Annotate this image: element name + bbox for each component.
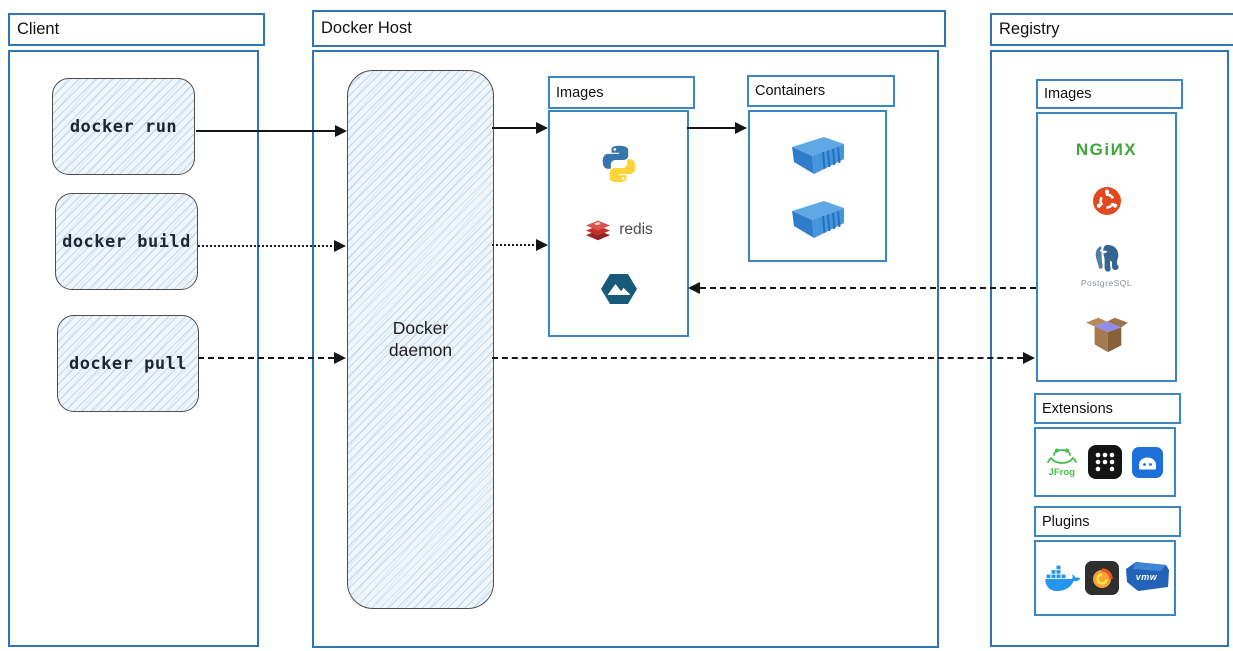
arrow-pull-to-daemon <box>198 351 346 364</box>
vmware-label: vmw <box>1135 572 1158 582</box>
docker-host-section <box>312 50 939 648</box>
docker-run-label: docker run <box>69 116 178 137</box>
docker-pull-label: docker pull <box>68 353 188 374</box>
container-icon <box>791 137 844 174</box>
app-grid-icon <box>1087 445 1122 479</box>
containers-title-box: Containers <box>747 75 895 107</box>
arrow-images-to-containers <box>687 121 747 134</box>
redis-label: redis <box>619 220 653 238</box>
arrow-daemon-to-images <box>492 121 548 134</box>
extensions-panel: JFrog <box>1034 427 1176 497</box>
docker-run-box: docker run <box>52 78 195 175</box>
registry-section <box>990 50 1229 647</box>
docker-build-box: docker build <box>55 193 198 290</box>
docker-daemon-box: Docker daemon <box>347 70 494 609</box>
python-icon <box>602 146 635 183</box>
arrow-run-to-daemon <box>196 124 347 137</box>
plugins-title-box: Plugins <box>1034 506 1181 537</box>
arrow-daemon-to-registry <box>492 351 1035 364</box>
plugins-panel: vmw <box>1034 540 1176 616</box>
arrow-daemon-to-images-build <box>492 238 548 251</box>
host-images-title-box: Images <box>548 76 695 109</box>
postgresql-label: PostgreSQL <box>1080 277 1133 288</box>
vmware-item: vmw <box>1124 560 1170 596</box>
vmware-icon <box>1125 562 1169 591</box>
docker-host-title: Docker Host <box>321 19 412 37</box>
postgresql-item: PostgreSQL <box>1081 243 1132 288</box>
arrow-registry-to-images <box>688 281 1036 294</box>
docker-daemon-label: Docker daemon <box>388 317 453 360</box>
alpine-icon <box>600 273 637 304</box>
host-images-panel: redis <box>548 110 689 337</box>
docker-whale-icon <box>1043 565 1080 591</box>
redis-item: redis <box>584 217 653 243</box>
redis-icon <box>586 220 611 240</box>
container-icon <box>791 201 844 238</box>
registry-images-title-box: Images <box>1036 79 1183 109</box>
ubuntu-icon <box>1092 187 1121 216</box>
docker-host-title-box: Docker Host <box>312 10 946 47</box>
docker-pull-box: docker pull <box>57 315 199 412</box>
registry-title-box: Registry <box>990 13 1233 46</box>
jfrog-icon <box>1046 448 1077 465</box>
containers-panel <box>748 110 887 262</box>
containers-title: Containers <box>755 83 826 99</box>
client-title: Client <box>17 20 60 38</box>
jfrog-item: JFrog <box>1046 446 1077 479</box>
registry-images-panel: NGiИX PostgreSQL <box>1036 112 1177 382</box>
arrow-build-to-daemon <box>198 239 346 252</box>
client-section <box>8 50 259 647</box>
extensions-title-box: Extensions <box>1034 393 1181 424</box>
jfrog-label: JFrog <box>1048 467 1075 479</box>
plugins-title: Plugins <box>1042 513 1090 530</box>
registry-title: Registry <box>999 20 1060 38</box>
extensions-title: Extensions <box>1042 400 1113 417</box>
drawer-app-icon <box>1132 446 1164 478</box>
nginx-logo: NGiИX <box>1075 140 1138 160</box>
package-box-icon <box>1085 317 1128 352</box>
host-images-title: Images <box>556 84 604 101</box>
client-title-box: Client <box>8 13 265 46</box>
registry-images-title: Images <box>1044 86 1092 102</box>
grafana-icon <box>1085 561 1119 595</box>
docker-build-label: docker build <box>62 231 191 252</box>
postgresql-icon <box>1095 244 1119 272</box>
